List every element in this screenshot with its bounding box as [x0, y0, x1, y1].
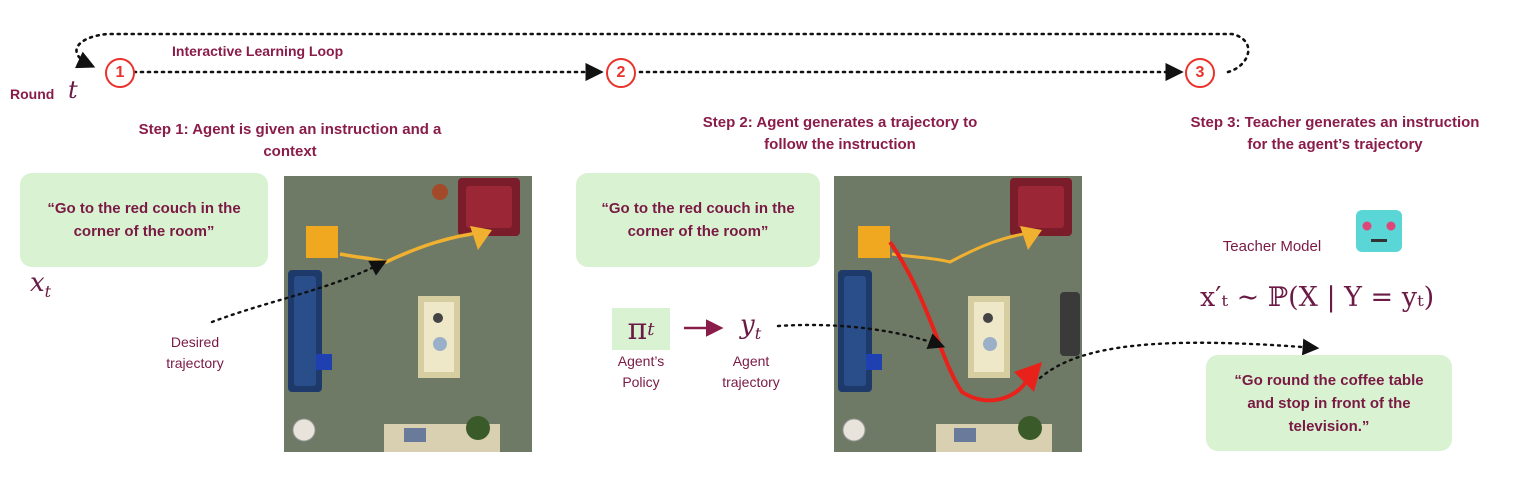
instruction-step1-line1: “Go to the red couch in the	[47, 200, 241, 217]
step-2-heading-line1: Step 2: Agent generates a trajectory to	[702, 114, 978, 131]
loop-title: Interactive Learning Loop	[172, 43, 344, 59]
step-1-heading-line2: context	[263, 143, 317, 160]
loop-step-1-number: 1	[115, 64, 125, 81]
loop-step-3-circle: 3	[1185, 58, 1215, 88]
agent-trajectory-line2: trajectory	[722, 374, 780, 390]
teacher-model-label: Teacher Model	[1222, 238, 1322, 255]
loop-step-2-number: 2	[616, 64, 626, 81]
round-label: Round	[10, 86, 54, 102]
step-2-heading-line2: follow the instruction	[764, 136, 916, 153]
agent-trajectory-variable-y-t: yt	[740, 310, 761, 343]
instruction-step1-line2: corner of the room”	[73, 223, 215, 240]
pi-subscript: t	[647, 318, 655, 340]
teacher-instruction-bubble: “Go round the coffee table and stop in f…	[1206, 355, 1452, 451]
x-subscript: t	[44, 282, 52, 302]
pi-symbol: π	[627, 311, 648, 347]
desired-trajectory-line1: Desired	[170, 334, 220, 350]
teacher-instruction-line3: television.”	[1288, 417, 1370, 435]
instruction-bubble-step1: “Go to the red couch in the corner of th…	[20, 173, 268, 267]
instruction-bubble-step2: “Go to the red couch in the corner of th…	[576, 173, 820, 267]
agent-policy-line1: Agent’s	[617, 353, 665, 369]
agent-trajectory-line1: Agent	[732, 353, 770, 369]
trajectory-to-teacher-pointer	[1038, 338, 1320, 380]
desired-trajectory-label: Desired trajectory	[140, 332, 250, 374]
robot-icon	[1356, 210, 1402, 252]
step-3-heading: Step 3: Teacher generates an instruction…	[1150, 112, 1520, 156]
instruction-step2-line2: corner of the room”	[627, 223, 769, 240]
step-3-heading-line1: Step 3: Teacher generates an instruction	[1190, 114, 1480, 131]
room-image-step1	[284, 176, 532, 452]
loop-path	[74, 32, 1250, 82]
desired-trajectory-pointer	[210, 260, 387, 324]
y-symbol: y	[740, 310, 755, 340]
y-subscript: t	[754, 324, 762, 344]
agent-trajectory-label: Agent trajectory	[706, 351, 796, 393]
x-symbol: x	[30, 268, 45, 298]
agent-policy-line2: Policy	[622, 374, 660, 390]
round-variable: t	[68, 76, 78, 104]
loop-step-1-circle: 1	[105, 58, 135, 88]
teacher-formula: x′ₜ ∼ ℙ(X | Y = yₜ)	[1200, 282, 1435, 313]
step-2-heading: Step 2: Agent generates a trajectory to …	[660, 112, 1020, 156]
instruction-step2-line1: “Go to the red couch in the	[601, 200, 795, 217]
teacher-instruction-line1: “Go round the coffee table	[1234, 371, 1424, 389]
step-3-heading-line2: for the agent’s trajectory	[1247, 136, 1423, 153]
step-1-heading: Step 1: Agent is given an instruction an…	[100, 119, 480, 163]
desired-trajectory-line2: trajectory	[166, 355, 224, 371]
round-label-text: Round	[10, 86, 55, 102]
room-image-step2	[834, 176, 1082, 452]
context-variable-x-t: xt	[30, 268, 51, 301]
loop-step-3-number: 3	[1195, 64, 1205, 81]
step-1-heading-line1: Step 1: Agent is given an instruction an…	[138, 121, 442, 138]
loop-step-2-circle: 2	[606, 58, 636, 88]
agent-trajectory-pointer	[776, 323, 946, 350]
agent-policy-label: Agent’s Policy	[598, 351, 684, 393]
teacher-instruction-line2: and stop in front of the	[1247, 394, 1411, 412]
